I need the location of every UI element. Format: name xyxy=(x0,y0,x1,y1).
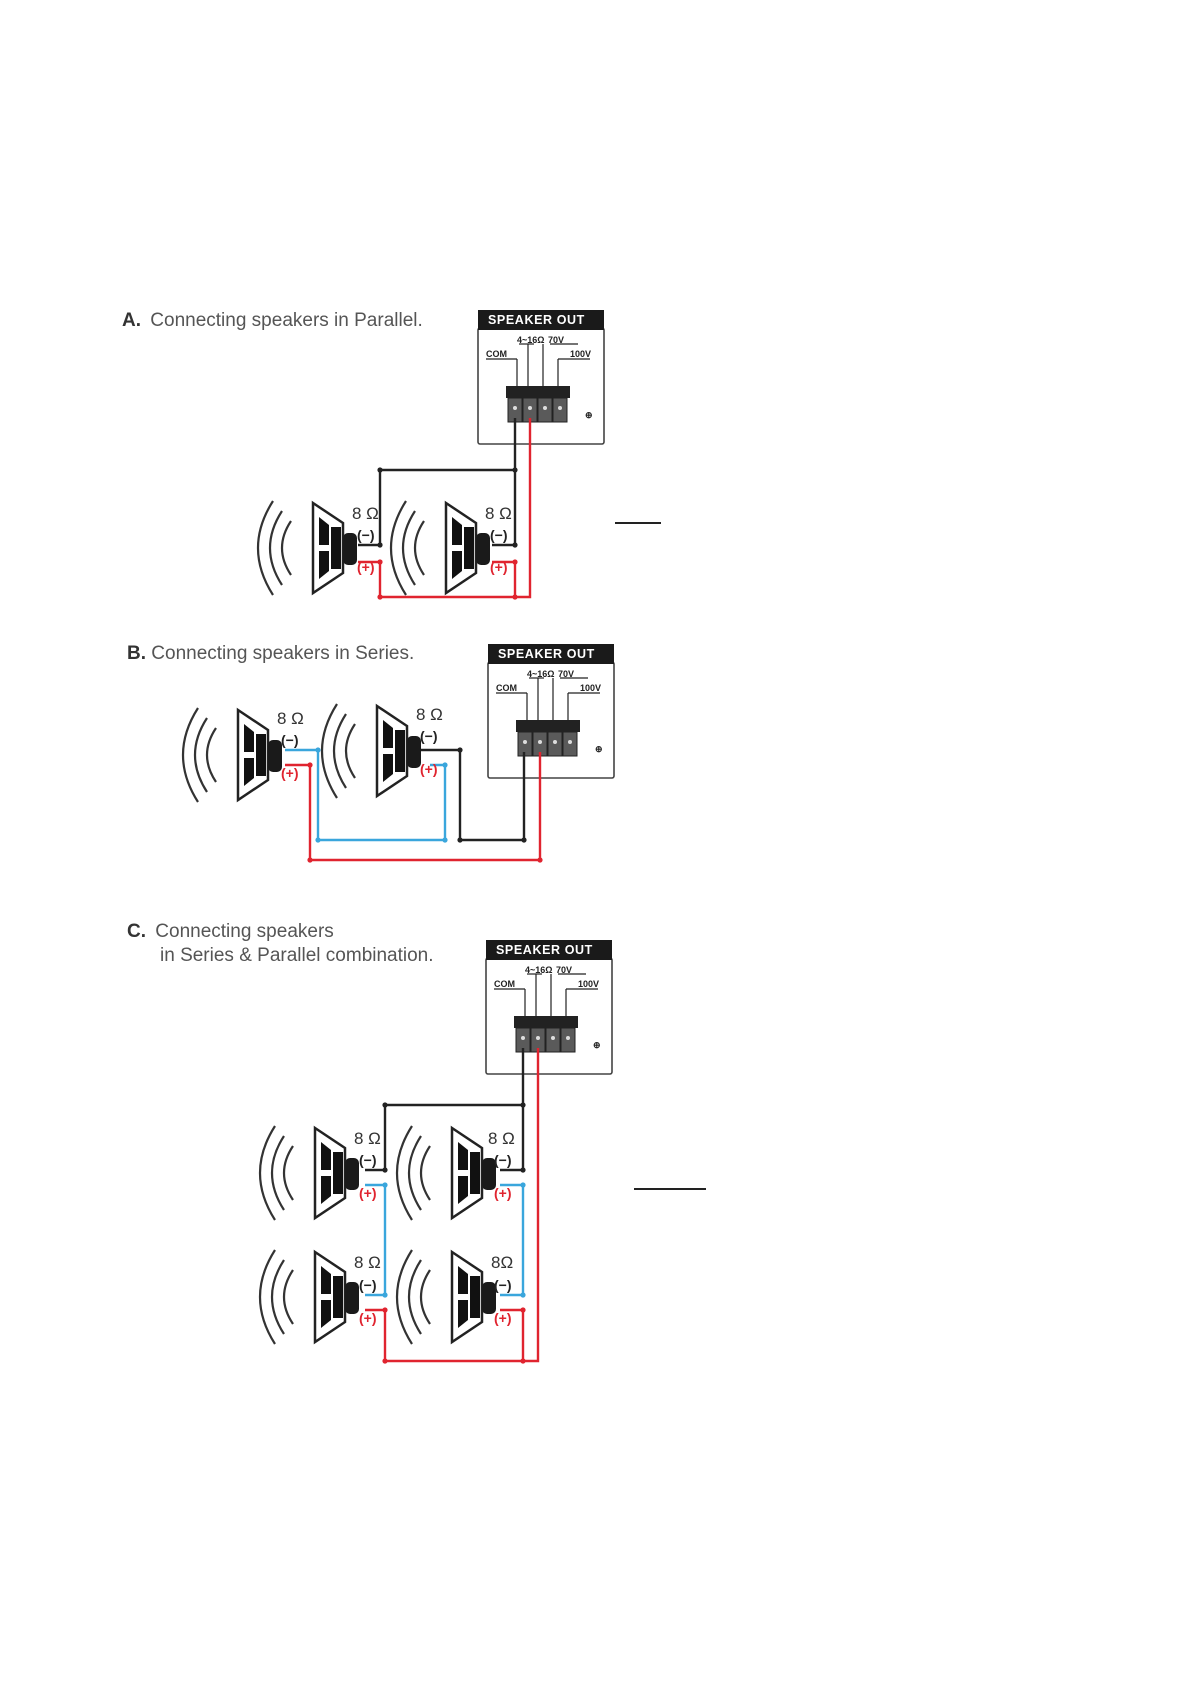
svg-text:100V: 100V xyxy=(578,979,599,989)
speaker-out-panel-b: SPEAKER OUT 4~16Ω COM 70V 100V ⊕ xyxy=(487,643,615,779)
speaker-c1: 8 Ω (−) (+) xyxy=(258,1124,381,1222)
section-a-title: A. Connecting speakers in Parallel. xyxy=(122,310,423,331)
speaker-icon xyxy=(389,499,492,597)
svg-text:100V: 100V xyxy=(580,683,601,693)
speaker-icon xyxy=(320,702,423,800)
ground-icon: ⊕ xyxy=(593,1040,601,1050)
speaker-c2: 8 Ω (−) (+) xyxy=(395,1124,515,1222)
svg-text:COM: COM xyxy=(486,349,507,359)
svg-text:8 Ω: 8 Ω xyxy=(488,1129,515,1148)
svg-text:(+): (+) xyxy=(357,559,375,575)
svg-text:SPEAKER OUT: SPEAKER OUT xyxy=(496,943,593,957)
ground-icon: ⊕ xyxy=(595,744,603,754)
speaker-icon xyxy=(181,706,284,804)
speaker-out-panel-a: SPEAKER OUT 4~16Ω COM 70V 100V ⊕ xyxy=(477,309,605,445)
section-c-title-line2: in Series & Parallel combination. xyxy=(160,945,434,966)
speaker-a1: 8 Ω (−) (+) xyxy=(256,499,379,597)
svg-text:SPEAKER OUT: SPEAKER OUT xyxy=(488,313,585,327)
svg-text:(−): (−) xyxy=(281,732,299,748)
svg-text:COM: COM xyxy=(494,979,515,989)
svg-text:(−): (−) xyxy=(494,1277,512,1293)
section-c-title: C. Connecting speakers xyxy=(127,921,334,942)
svg-text:(+): (+) xyxy=(359,1185,377,1201)
speaker-icon xyxy=(258,1124,361,1222)
speaker-icon xyxy=(256,499,359,597)
svg-text:70V: 70V xyxy=(556,965,572,975)
speaker-c4: 8Ω (−) (+) xyxy=(395,1248,513,1346)
svg-text:8Ω: 8Ω xyxy=(491,1253,513,1272)
section-b: B. Connecting speakers in Series. SPEAKE… xyxy=(127,643,615,863)
speaker-c3: 8 Ω (−) (+) xyxy=(258,1248,381,1346)
svg-text:100V: 100V xyxy=(570,349,591,359)
wires-a xyxy=(358,418,532,599)
svg-text:(−): (−) xyxy=(359,1277,377,1293)
svg-text:(−): (−) xyxy=(420,728,438,744)
svg-text:8 Ω: 8 Ω xyxy=(352,504,379,523)
svg-text:(+): (+) xyxy=(420,761,438,777)
svg-text:COM: COM xyxy=(496,683,517,693)
svg-text:70V: 70V xyxy=(548,335,564,345)
section-a: A. Connecting speakers in Parallel. SPEA… xyxy=(122,309,661,600)
svg-text:8 Ω: 8 Ω xyxy=(354,1253,381,1272)
svg-text:4~16Ω: 4~16Ω xyxy=(527,669,555,679)
speaker-b2: 8 Ω (−) (+) xyxy=(320,702,443,800)
svg-text:(+): (+) xyxy=(494,1310,512,1326)
svg-text:8 Ω: 8 Ω xyxy=(416,705,443,724)
svg-text:(+): (+) xyxy=(494,1185,512,1201)
speaker-icon xyxy=(395,1124,498,1222)
section-b-title: B. Connecting speakers in Series. xyxy=(127,643,414,664)
ground-icon: ⊕ xyxy=(585,410,593,420)
svg-text:(+): (+) xyxy=(359,1310,377,1326)
speaker-icon xyxy=(258,1248,361,1346)
svg-text:(−): (−) xyxy=(494,1152,512,1168)
svg-text:70V: 70V xyxy=(558,669,574,679)
svg-text:SPEAKER OUT: SPEAKER OUT xyxy=(498,647,595,661)
speaker-a2: 8 Ω (−) (+) xyxy=(389,499,512,597)
svg-text:(−): (−) xyxy=(490,527,508,543)
svg-text:(+): (+) xyxy=(281,765,299,781)
svg-text:(−): (−) xyxy=(359,1152,377,1168)
svg-text:8 Ω: 8 Ω xyxy=(485,504,512,523)
svg-text:4~16Ω: 4~16Ω xyxy=(517,335,545,345)
svg-text:4~16Ω: 4~16Ω xyxy=(525,965,553,975)
svg-text:8 Ω: 8 Ω xyxy=(277,709,304,728)
speaker-b1: 8 Ω (−) (+) xyxy=(181,706,304,804)
svg-text:8 Ω: 8 Ω xyxy=(354,1129,381,1148)
svg-text:(−): (−) xyxy=(357,527,375,543)
svg-text:(+): (+) xyxy=(490,559,508,575)
speaker-out-panel-c: SPEAKER OUT 4~16Ω COM 70V 100V ⊕ xyxy=(485,939,613,1075)
speaker-icon xyxy=(395,1248,498,1346)
section-c: C. Connecting speakers in Series & Paral… xyxy=(127,921,706,1364)
